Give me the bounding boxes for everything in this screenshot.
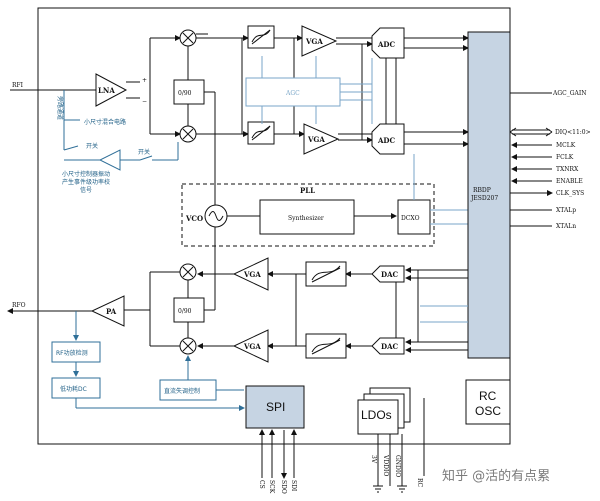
agc-gain-port: AGC_GAIN: [552, 90, 586, 97]
coarse-signal-line1: 小尺寸控制器振动: [62, 170, 110, 178]
tx-dac-i: [371, 265, 405, 283]
spi-pin-sck: SCK: [268, 480, 275, 494]
enable-port: ENABLE: [556, 178, 583, 185]
dcxo-label: DCXO: [401, 215, 420, 222]
switch-a-symbol: [63, 145, 79, 151]
tx-vga-q: [232, 329, 269, 363]
spi-pin-sdi: SDI: [290, 480, 297, 492]
rx-vga-i: [301, 25, 338, 57]
small-mixer-annotation: 小尺寸混合电路: [84, 118, 126, 126]
switch-b-symbol: [139, 155, 153, 161]
watermark-text: 知乎 @活的有点累: [442, 468, 550, 484]
ldo-pin-3v: 3V: [370, 455, 377, 464]
pll-label: PLL: [300, 186, 315, 195]
spi-label: SPI: [266, 400, 285, 414]
clk-sys-port: CLK_SYS: [556, 190, 584, 197]
synthesizer-label: Synthesizer: [288, 215, 324, 222]
ground-symbol-io: [397, 485, 407, 493]
synthesizer-block: [259, 199, 355, 235]
ldo-pin-gndio: GNDIO: [394, 455, 401, 477]
rfi-label: RFI: [12, 82, 24, 89]
rx-adc-q-label: ADC: [377, 136, 396, 145]
bypass-annotation: 旁路通道: [56, 96, 64, 120]
rx-vga-q-label: VGA: [307, 135, 325, 144]
agc-block: [245, 77, 341, 107]
rx-quadrature-label: 0/90: [178, 90, 192, 97]
jesd207-label: JESD207: [470, 195, 498, 202]
coarse-signal-line3: 信号: [80, 186, 92, 194]
rc-pin: RC: [416, 478, 423, 488]
rx-adc-i: [371, 27, 405, 59]
mclk-port: MCLK: [556, 142, 576, 149]
rx-vga-q: [303, 123, 340, 155]
switch-a-label: 开关: [86, 142, 98, 150]
vco-label: VCO: [185, 214, 203, 223]
pll-frame: [181, 183, 435, 247]
xtal-p-port: XTALp: [556, 207, 576, 214]
plus-sign: +: [142, 77, 147, 84]
rbdp-jesd207-block: [467, 31, 511, 359]
tx-dac-q-label: DAC: [381, 342, 399, 351]
rc-osc-block: [465, 379, 511, 425]
ground-symbol: [373, 485, 383, 493]
rx-adc-q: [371, 123, 405, 155]
lna-label: LNA: [98, 86, 115, 95]
ldo-pins: 3V VDDIO GNDIO: [370, 434, 407, 493]
rx-quadrature-block: [173, 79, 205, 105]
minus-sign: −: [142, 98, 147, 105]
tx-vga-q-label: VGA: [243, 342, 261, 351]
coarse-signal-line2: 产生事件级功率校: [62, 178, 110, 186]
xtal-n-port: XTALn: [556, 223, 576, 230]
fclk-port: FCLK: [556, 154, 574, 161]
tx-vga-i: [232, 257, 269, 291]
tx-quadrature-label: 0/90: [178, 308, 192, 315]
tx-vga-i-label: VGA: [243, 270, 261, 279]
txnrx-port: TXNRX: [556, 166, 579, 173]
spi-pin-sdo: SDO: [280, 480, 287, 494]
tx-dac-q: [371, 337, 405, 355]
quad-phase-label: 直流失调控制: [164, 387, 200, 395]
osc-label: OSC: [475, 404, 501, 418]
ldos-label: LDOs: [361, 408, 392, 422]
tx-filter-q: [305, 333, 347, 359]
tx-dac-i-label: DAC: [381, 270, 399, 279]
tx-filter-i: [305, 261, 347, 287]
agc-label: AGC: [285, 90, 300, 97]
rbdp-label: RBDP: [473, 187, 491, 194]
spi-pins: CS SCK SDO SDI: [258, 429, 297, 494]
rx-vga-i-label: VGA: [305, 37, 323, 46]
rf-detect-label: RF功放检测: [56, 349, 88, 357]
low-power-dc-label: 低功耗DC: [60, 385, 87, 393]
feedback-amp: [98, 149, 121, 171]
diq-port: DIQ<11:0>: [555, 129, 591, 136]
spi-pin-cs: CS: [258, 480, 265, 489]
spi-block: [245, 385, 305, 429]
lna-amp: [95, 73, 128, 107]
rc-label: RC: [479, 389, 497, 403]
rx-adc-i-label: ADC: [377, 40, 396, 49]
pa-amp: [90, 295, 125, 327]
pa-label: PA: [106, 307, 117, 316]
rfo-label: RFO: [12, 302, 26, 309]
switch-b-label: 开关: [138, 148, 150, 156]
ldo-pin-vddio: VDDIO: [382, 454, 389, 476]
